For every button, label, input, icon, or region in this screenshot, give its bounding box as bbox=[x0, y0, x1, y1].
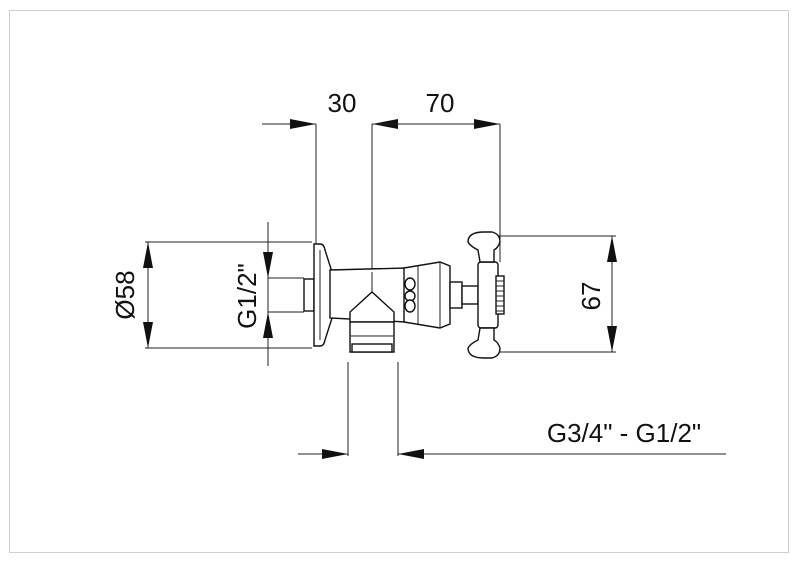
dimension-70-label: 70 bbox=[426, 88, 455, 118]
dimension-thread-side-label: G1/2" bbox=[232, 263, 262, 329]
drawing-frame bbox=[9, 10, 789, 553]
inlet-thread bbox=[303, 278, 315, 312]
dimension-30 bbox=[262, 119, 501, 286]
dimension-67 bbox=[494, 235, 617, 353]
handle-arm-bottom bbox=[467, 327, 501, 359]
valve-drawing bbox=[303, 231, 505, 359]
dimension-67-label: 67 bbox=[576, 282, 606, 311]
handle-cap bbox=[495, 275, 505, 315]
dimension-30-label: 30 bbox=[328, 88, 357, 118]
handle-arm-top bbox=[467, 231, 501, 263]
dimension-thread-bottom bbox=[298, 362, 726, 459]
dimension-thread-bottom-label: G3/4" - G1/2" bbox=[547, 418, 701, 448]
dimension-thread-side bbox=[263, 222, 304, 366]
spindle-collar bbox=[461, 285, 479, 305]
dimension-diameter bbox=[143, 241, 312, 349]
outlet-thread bbox=[351, 343, 393, 353]
dimension-diameter-label: Ø58 bbox=[110, 270, 140, 319]
handle-hub bbox=[477, 261, 499, 329]
bonnet-ring-bottom bbox=[404, 299, 416, 313]
spindle bbox=[449, 281, 463, 309]
bonnet-ring-top bbox=[404, 277, 416, 291]
